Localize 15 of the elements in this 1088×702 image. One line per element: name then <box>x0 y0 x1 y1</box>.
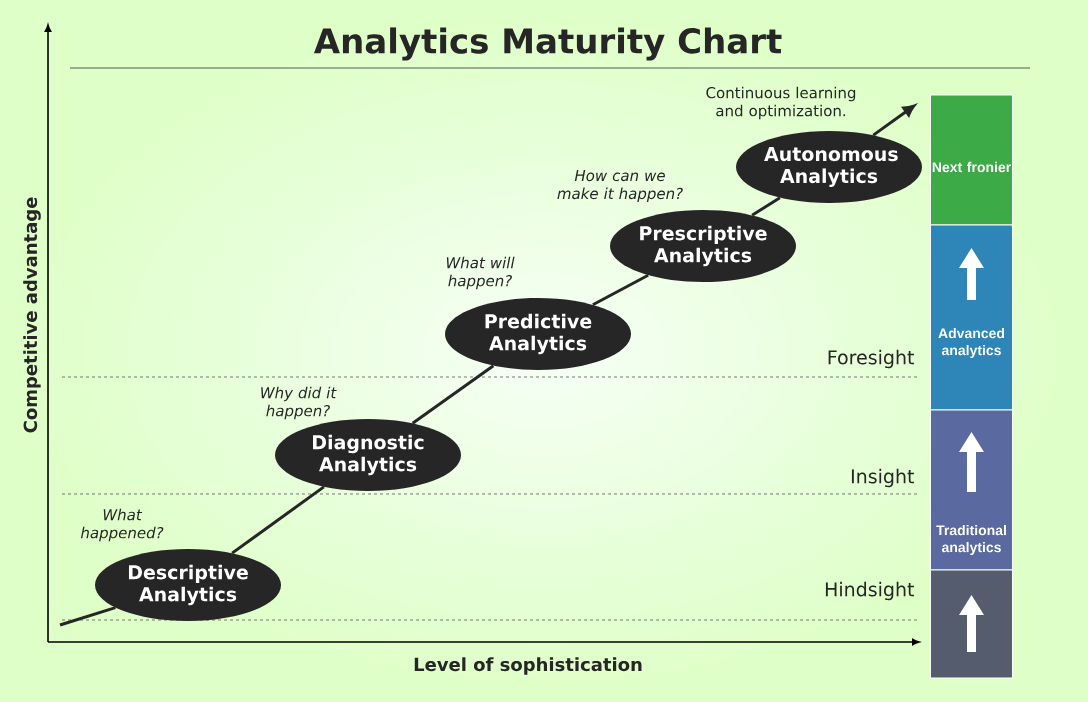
arrow <box>872 104 916 137</box>
band-segment <box>930 569 1013 679</box>
question-text: What will happen? <box>446 256 515 290</box>
level-label: Hindsight <box>825 581 915 601</box>
axis-label: Level of sophistication <box>414 657 642 675</box>
question-text: How can we make it happen? <box>557 170 683 203</box>
band-segment: Advanced analytics <box>930 224 1013 411</box>
level-label: Foresight <box>828 349 915 369</box>
question-text: What happened? <box>80 508 164 542</box>
title: Analytics Maturity Chart <box>313 27 782 61</box>
question-text: Continuous learning and optimization. <box>706 86 856 120</box>
band-segment: Traditional analytics <box>930 409 1013 571</box>
question-text: Why did it happen? <box>261 386 337 420</box>
band-segment: Next fronier <box>930 94 1013 226</box>
axis-label: Competitive advantage <box>23 197 41 433</box>
